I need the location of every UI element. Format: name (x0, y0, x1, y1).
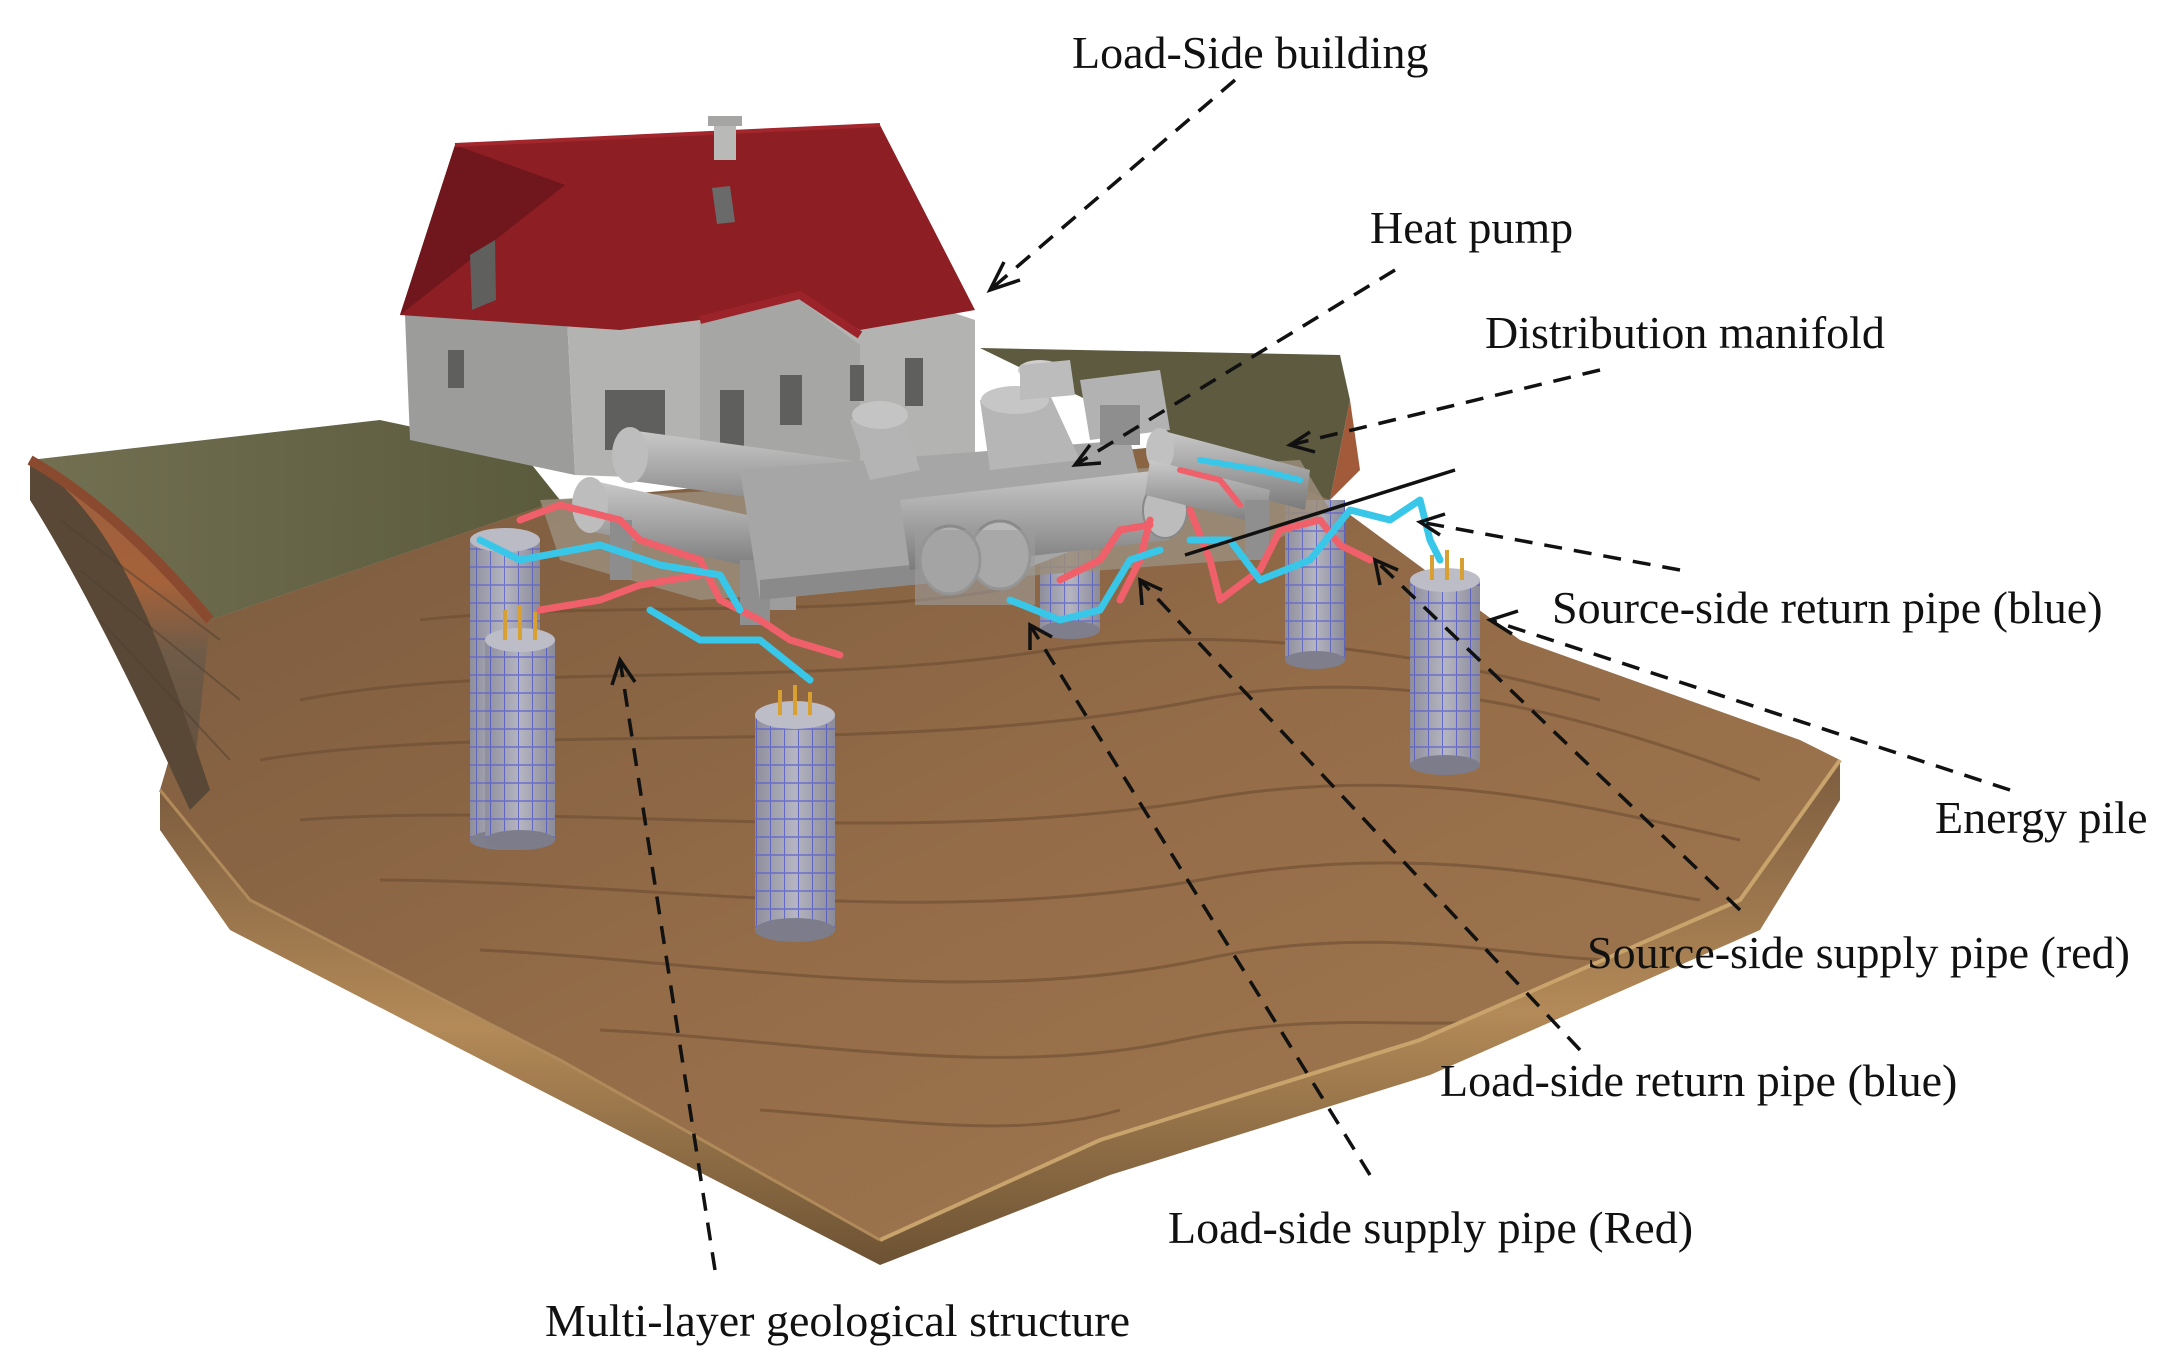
label-distribution-manifold: Distribution manifold (1485, 307, 1885, 358)
grass-surface (30, 420, 560, 620)
house-windows (448, 240, 923, 450)
leader-load-side-building (988, 78, 1237, 292)
leader-energy-pile (1489, 618, 2011, 792)
label-load-side-building: Load-Side building (1072, 27, 1429, 78)
leader-source-supply (1373, 558, 1742, 912)
label-load-side-supply-pipe: Load-side supply pipe (Red) (1168, 1202, 1694, 1253)
ground-side-left (160, 790, 880, 1265)
soil-cutaway-left (27, 420, 560, 810)
leader-arrowheads (610, 261, 1519, 686)
leader-distribution-manifold (1289, 368, 1601, 447)
label-source-side-supply-pipe: Source-side supply pipe (red) (1587, 927, 2130, 978)
leader-load-supply (1028, 624, 1372, 1176)
ground-side-right (880, 760, 1840, 1265)
label-heat-pump: Heat pump (1370, 202, 1574, 253)
distribution-manifold-right (1145, 428, 1310, 560)
label-source-side-return-pipe: Source-side return pipe (blue) (1552, 582, 2103, 633)
label-multi-layer-geological-structure: Multi-layer geological structure (545, 1295, 1131, 1346)
label-energy-pile: Energy pile (1935, 792, 2148, 843)
chimney (714, 122, 736, 160)
leader-lines (618, 78, 2011, 1271)
load-side-return-pipes (476, 536, 1164, 684)
leader-heat-pump-solid (1184, 468, 1456, 557)
energy-pile-front-left (485, 605, 555, 850)
leader-source-return (1419, 520, 1681, 572)
energy-pile-front-mid (755, 685, 835, 942)
leader-load-return (1138, 578, 1582, 1052)
label-load-side-return-pipe: Load-side return pipe (blue) (1440, 1055, 1958, 1106)
leader-geology (618, 659, 717, 1271)
leader-heat-pump (1074, 268, 1396, 467)
energy-pile-front-right (1410, 550, 1480, 775)
roof (400, 125, 975, 330)
